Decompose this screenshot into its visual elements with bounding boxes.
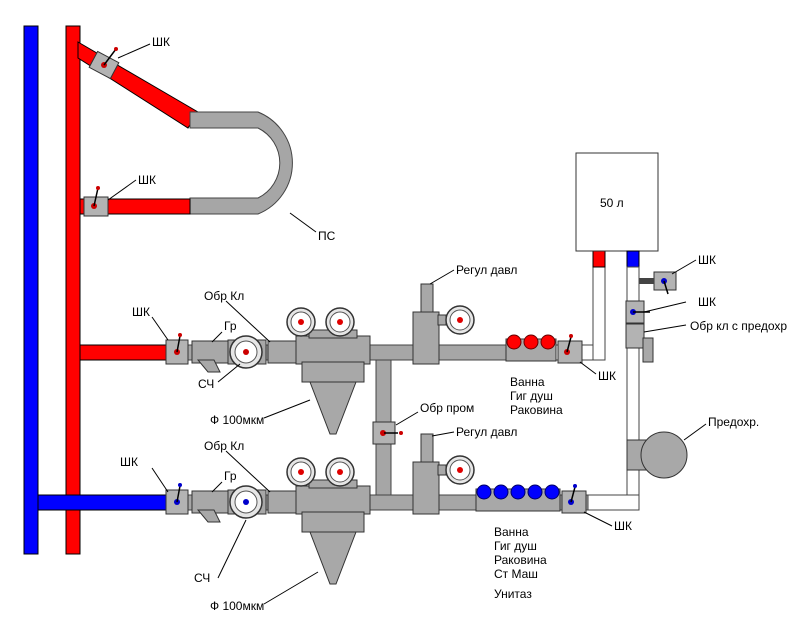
label-regul-bottom: Регул давл	[456, 425, 517, 439]
boiler-cold-valve[interactable]	[625, 300, 650, 324]
hot-fine-filter	[286, 307, 371, 435]
cold-meter	[227, 485, 267, 519]
hot-strainer	[191, 340, 229, 373]
label-shk-boiler1: ШК	[698, 253, 716, 267]
towel-dryer	[189, 111, 293, 215]
label-gr-cold: Гр	[224, 469, 237, 483]
hot-check-valve	[267, 340, 297, 364]
cold-strainer	[191, 490, 229, 523]
cold-check-valve	[267, 490, 297, 514]
hot-consumer: Гиг душ	[510, 389, 553, 403]
label-shk-top1: ШК	[152, 35, 170, 49]
boiler-cold-inlet	[626, 250, 640, 268]
label-ps: ПС	[318, 229, 336, 243]
cold-consumer: Гиг душ	[494, 539, 537, 553]
cold-line-white	[587, 494, 640, 511]
cold-branch-blue	[37, 494, 173, 511]
label-gr-hot: Гр	[224, 319, 237, 333]
label-shk-hot-in: ШК	[132, 305, 150, 319]
label-obr-prom: Обр пром	[420, 401, 474, 415]
hot-manifold	[505, 334, 557, 362]
label-predohr: Предохр.	[708, 415, 759, 429]
expansion-relief	[626, 431, 688, 479]
hot-branch-red	[79, 344, 171, 361]
cold-fine-filter	[286, 457, 371, 585]
label-shk-top2: ШК	[138, 173, 156, 187]
cold-input-valve[interactable]	[165, 483, 189, 515]
hot-consumer: Ванна	[510, 375, 545, 389]
hot-meter	[227, 335, 267, 369]
boiler-check-relief-valve	[625, 323, 654, 363]
dryer-bottom-valve[interactable]	[83, 186, 109, 217]
label-boiler-volume: 50 л	[600, 196, 624, 210]
label-shk-cold-in: ШК	[120, 455, 138, 469]
label-obr-kl-hot: Обр Кл	[204, 289, 244, 303]
cold-riser	[23, 25, 39, 555]
hot-riser	[65, 25, 81, 555]
boiler-drain-valve[interactable]	[639, 271, 677, 295]
cold-consumer: Унитаз	[494, 587, 532, 601]
dryer-top-valve[interactable]	[88, 47, 120, 80]
label-obr-kl-cold: Обр Кл	[204, 439, 244, 453]
cold-pressure-regulator	[412, 433, 475, 515]
label-f100-hot: Ф 100мкм	[210, 413, 264, 427]
boiler	[575, 152, 659, 252]
label-regul-top: Регул давл	[456, 263, 517, 277]
label-obr-kl-predohr: Обр кл с предохр	[690, 319, 787, 333]
label-shk-cold-out: ШК	[614, 519, 632, 533]
label-sch-hot: СЧ	[198, 377, 214, 391]
hot-consumer: Раковина	[510, 403, 563, 417]
bypass-check-valve[interactable]	[372, 421, 403, 445]
hot-input-valve[interactable]	[165, 333, 189, 365]
leader-lines	[107, 43, 707, 605]
cold-consumer: Раковина	[494, 553, 547, 567]
hot-output-valve[interactable]	[557, 334, 583, 364]
label-sch-cold: СЧ	[194, 571, 210, 585]
boiler-hot-outlet	[592, 250, 606, 268]
cold-consumer: Ст Маш	[494, 567, 538, 581]
cold-output-valve[interactable]	[561, 484, 587, 514]
hot-pressure-regulator	[412, 283, 475, 365]
cold-manifold	[475, 484, 561, 512]
boiler-hot-pipe	[592, 261, 606, 361]
label-f100-cold: Ф 100мкм	[210, 599, 264, 613]
label-shk-boiler2: ШК	[698, 295, 716, 309]
cold-consumer: Ванна	[494, 525, 529, 539]
label-shk-hot-out: ШК	[598, 369, 616, 383]
